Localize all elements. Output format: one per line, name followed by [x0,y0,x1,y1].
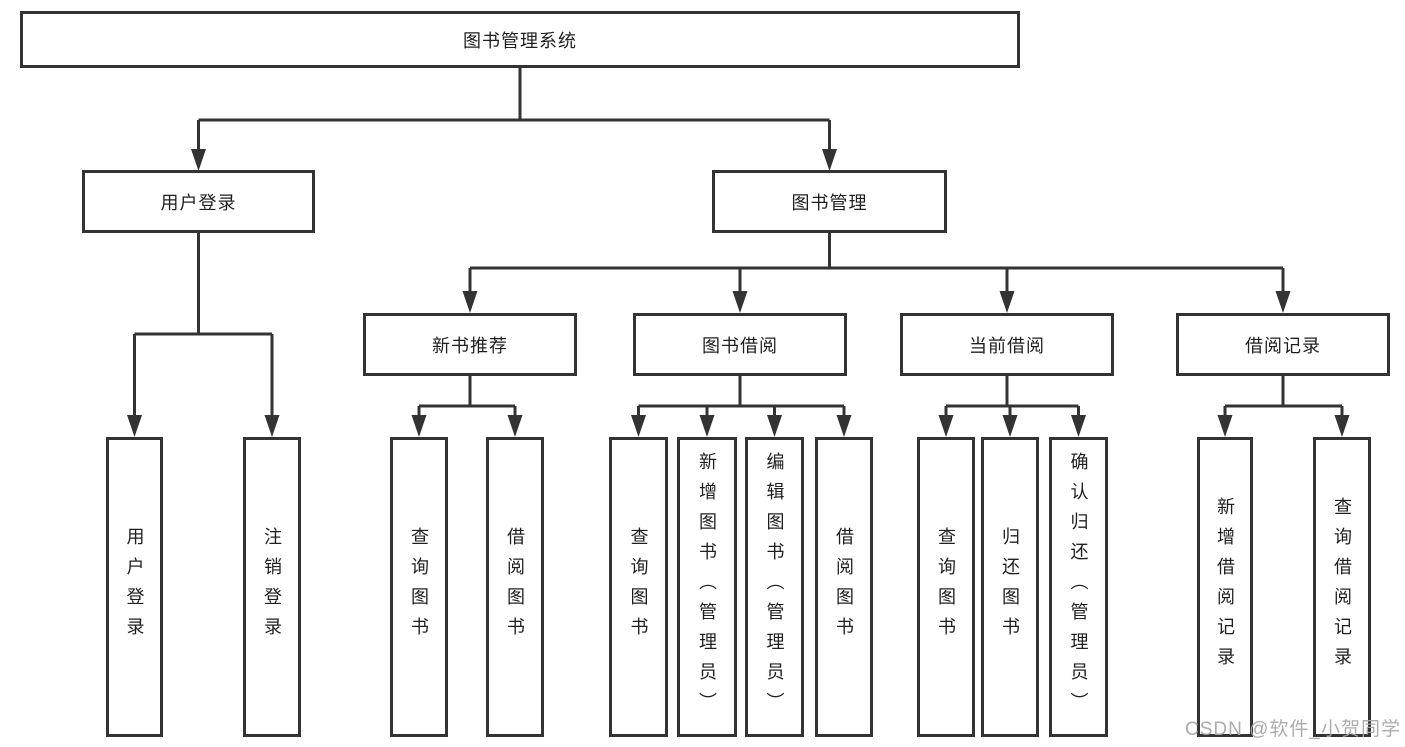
watermark: CSDN @软件_小贺同学 [1185,719,1401,740]
node-user-login: 用户登录 [82,170,315,233]
leaf-records-add-record-label: 新增借阅记录 [1215,497,1235,677]
node-book-borrow: 图书借阅 [633,313,847,376]
leaf-borrow-borrow-books-label: 借阅图书 [834,527,854,647]
leaf-borrow-edit-books-admin: 编辑图书（管理员） [745,437,804,737]
leaf-records-query-record-label: 查询借阅记录 [1332,497,1352,677]
leaf-records-add-record: 新增借阅记录 [1197,437,1253,737]
leaf-borrow-add-books-admin: 新增图书（管理员） [677,437,737,737]
leaf-user-login: 用户登录 [106,437,163,737]
node-book-management: 图书管理 [712,170,947,233]
leaf-borrow-query-books: 查询图书 [609,437,668,737]
leaf-recommend-borrow-books-label: 借阅图书 [505,527,525,647]
leaf-logout: 注销登录 [243,437,301,737]
leaf-user-login-label: 用户登录 [124,527,145,647]
leaf-recommend-query-books-label: 查询图书 [409,527,429,647]
leaf-current-confirm-return-admin-label: 确认归还（管理员） [1068,452,1089,722]
leaf-current-confirm-return-admin: 确认归还（管理员） [1049,437,1108,737]
leaf-borrow-query-books-label: 查询图书 [628,527,649,647]
leaf-current-return-books: 归还图书 [981,437,1039,737]
leaf-borrow-borrow-books: 借阅图书 [815,437,873,737]
leaf-current-query-books-label: 查询图书 [936,527,956,647]
node-new-book-recommend: 新书推荐 [363,313,577,376]
leaf-borrow-edit-books-admin-label: 编辑图书（管理员） [764,452,785,722]
node-borrow-records: 借阅记录 [1176,313,1390,376]
leaf-borrow-add-books-admin-label: 新增图书（管理员） [697,452,717,722]
leaf-logout-label: 注销登录 [262,527,282,647]
node-library-management-system: 图书管理系统 [20,11,1020,68]
leaf-recommend-borrow-books: 借阅图书 [486,437,544,737]
node-current-borrow: 当前借阅 [900,313,1114,376]
leaf-recommend-query-books: 查询图书 [390,437,448,737]
leaf-records-query-record: 查询借阅记录 [1313,437,1371,737]
leaf-current-return-books-label: 归还图书 [1000,527,1020,647]
leaf-current-query-books: 查询图书 [917,437,975,737]
